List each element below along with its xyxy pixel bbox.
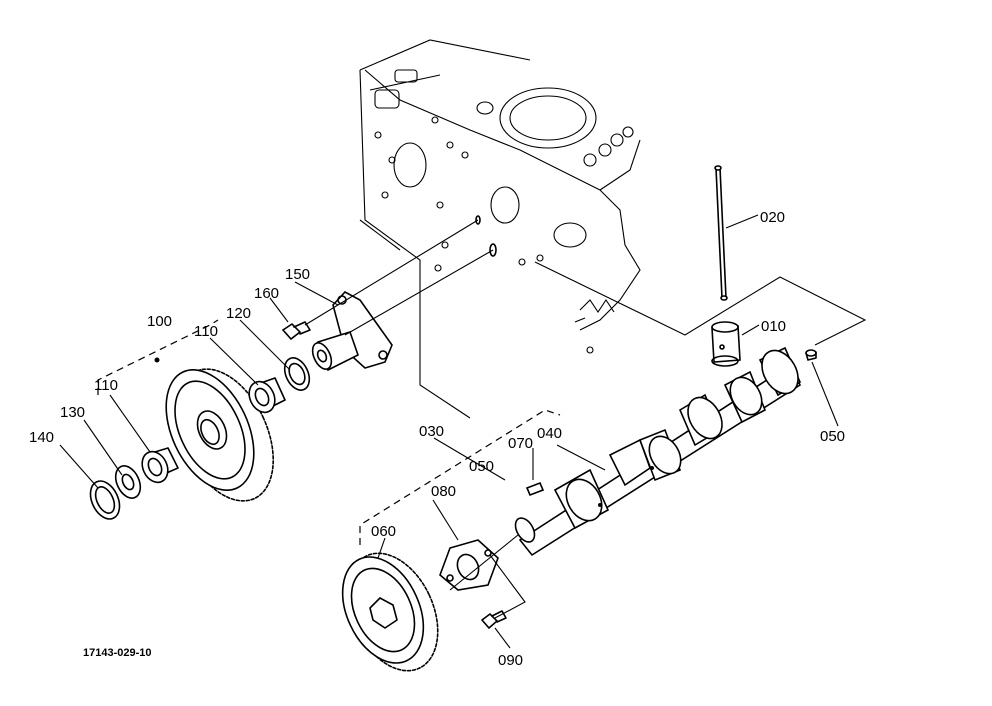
tappet-bracket — [534, 261, 867, 346]
label-050-right: 050 — [820, 428, 845, 445]
bushing-110-lower — [141, 447, 179, 484]
engine-block-outline — [359, 39, 641, 419]
push-rod-020 — [714, 165, 728, 301]
label-100: 100 — [147, 313, 172, 330]
bolt-160 — [281, 321, 311, 341]
label-130: 130 — [60, 404, 85, 421]
label-080: 080 — [431, 483, 456, 500]
plug-050 — [805, 349, 817, 361]
label-050-center: 050 — [469, 458, 494, 475]
label-110-lower: 110 — [94, 377, 118, 394]
washer-120 — [283, 357, 311, 391]
washer-130 — [114, 465, 142, 499]
label-010: 010 — [761, 318, 786, 335]
cam-gear-060 — [341, 552, 439, 672]
assembly-line-150 — [344, 249, 494, 336]
label-160: 160 — [254, 285, 279, 302]
drawing-reference-number: 17143-029-10 — [83, 647, 152, 659]
label-030: 030 — [419, 423, 444, 440]
label-090: 090 — [498, 652, 523, 669]
assembly-line-160 — [304, 219, 479, 326]
bracket-100 — [97, 319, 219, 395]
assembly-line-030 — [449, 534, 519, 591]
label-070: 070 — [508, 435, 533, 452]
label-060: 060 — [371, 523, 396, 540]
label-040: 040 — [537, 425, 562, 442]
bushing-110-upper — [248, 377, 286, 414]
tappet-010 — [711, 321, 741, 367]
bracket-030 — [359, 409, 561, 545]
idler-gear-100 — [154, 357, 275, 502]
label-150: 150 — [285, 266, 310, 283]
snap-ring-140 — [89, 480, 121, 520]
label-140: 140 — [29, 429, 54, 446]
label-110-upper: 110 — [194, 323, 218, 340]
leader-lines — [59, 214, 839, 649]
camshaft-040 — [514, 346, 802, 557]
bolt-090 — [480, 610, 507, 630]
idler-shaft-150 — [311, 291, 393, 372]
key-070 — [525, 481, 545, 497]
thrust-plate-080 — [439, 539, 526, 619]
label-020: 020 — [760, 209, 785, 226]
label-120: 120 — [226, 305, 251, 322]
